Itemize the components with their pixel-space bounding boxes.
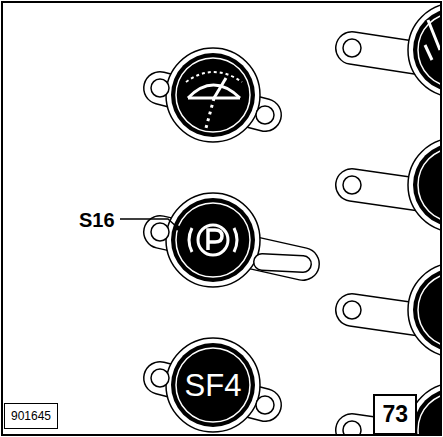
switch [343, 383, 440, 434]
figure-number: 901645 [4, 403, 58, 429]
leader-line [120, 219, 178, 228]
switch [343, 3, 440, 97]
mount-hole [151, 79, 169, 97]
page-number: 73 [373, 394, 417, 435]
partial-icon [425, 20, 440, 60]
wiper-icon [186, 72, 242, 128]
node-text: 73 [382, 403, 408, 426]
callout-label: S16 [79, 210, 115, 230]
switch [343, 138, 440, 232]
mount-hole [256, 396, 274, 414]
switch [151, 193, 303, 287]
leader-dot [176, 226, 181, 231]
node-text: 901645 [11, 410, 51, 422]
mount-hole [343, 301, 361, 319]
switch [151, 48, 274, 142]
mount-hole [343, 176, 361, 194]
mount-hole [343, 421, 361, 434]
mount-hole [343, 39, 361, 57]
mount-hole [151, 223, 169, 241]
switch-label: SF4 [183, 368, 244, 403]
switch [151, 338, 274, 432]
node-text: SF4 [185, 370, 242, 401]
parking-brake-icon [189, 225, 237, 255]
mount-hole [256, 106, 274, 124]
switch [343, 263, 440, 357]
mount-hole [151, 369, 169, 387]
